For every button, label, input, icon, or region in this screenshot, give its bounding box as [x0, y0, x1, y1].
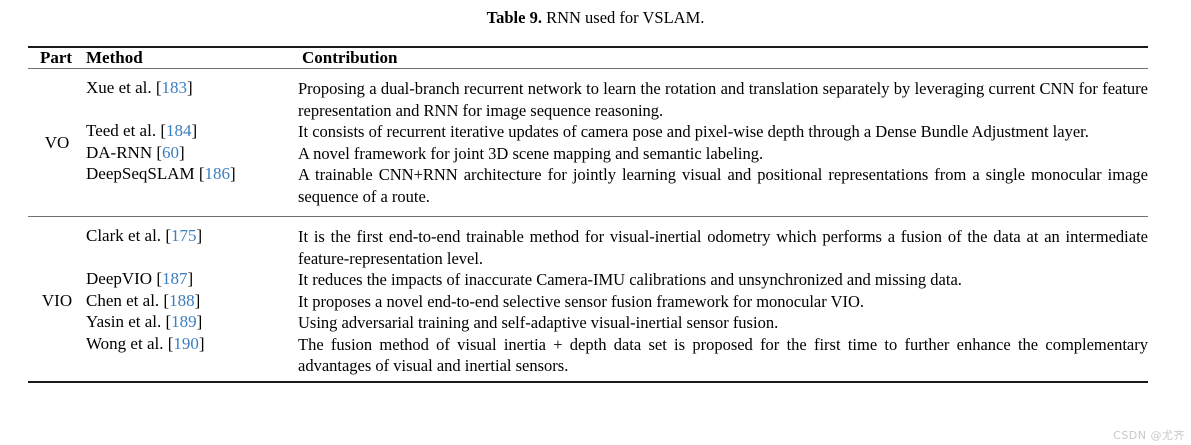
citation-bracket: [ [194, 164, 205, 183]
table-container: Part Method Contribution VO Xue et al. [… [28, 46, 1148, 383]
contribution-cell: A novel framework for joint 3D scene map… [298, 143, 764, 163]
citation-number[interactable]: 60 [162, 142, 180, 162]
contribution-cell: The fusion method of visual inertia + de… [298, 334, 1148, 376]
contribution-cell: It is the first end-to-end trainable met… [298, 227, 1148, 268]
table-rule-group [28, 216, 1148, 217]
rule-line-header [28, 68, 1148, 69]
table-header-row: Part Method Contribution [28, 48, 1148, 68]
citation-bracket: [ [152, 142, 163, 162]
citation-number[interactable]: 184 [166, 121, 192, 140]
table-row: Teed et al. [184] It consists of recurre… [28, 121, 1148, 143]
table-caption-text: RNN used for VSLAM. [541, 8, 705, 27]
rnn-vslam-table: Part Method Contribution VO Xue et al. [… [28, 48, 1148, 381]
method-name: Yasin et al. [86, 312, 162, 331]
table-row: Chen et al. [188] It proposes a novel en… [28, 291, 1148, 313]
contribution-cell: It reduces the impacts of inaccurate Cam… [298, 270, 962, 289]
method-cell: Teed et al. [184] [86, 121, 298, 143]
table-row: VO Xue et al. [183] Proposing a dual-bra… [28, 78, 1148, 152]
spacer-row [28, 207, 1148, 216]
method-cell: Chen et al. [188] [86, 291, 298, 313]
citation-bracket: [ [161, 312, 172, 331]
citation-number[interactable]: 183 [161, 78, 188, 97]
citation-bracket: ] [196, 312, 203, 331]
citation-bracket: [ [152, 269, 163, 288]
table-row: DeepVIO [187] It reduces the impacts of … [28, 269, 1148, 291]
table-rule-bottom [28, 380, 1148, 383]
contribution-cell: A trainable CNN+RNN architecture for joi… [298, 165, 1148, 206]
citation-number[interactable]: 186 [204, 164, 231, 183]
citation-bracket: ] [187, 78, 193, 97]
contribution-cell: Using adversarial training and self-adap… [298, 313, 779, 332]
column-header-contribution: Contribution [302, 48, 398, 67]
method-cell: DeepSeqSLAM [186] [86, 164, 298, 207]
table-body-vo: VO Xue et al. [183] Proposing a dual-bra… [28, 69, 1148, 217]
citation-bracket: ] [198, 333, 205, 353]
table-caption-label: Table 9. [486, 8, 542, 27]
method-name: Clark et al. [86, 226, 162, 245]
citation-number[interactable]: 187 [162, 269, 188, 288]
citation-bracket: [ [163, 333, 174, 353]
citation-number[interactable]: 190 [173, 333, 199, 353]
table-rule-header [28, 68, 1148, 69]
citation-number[interactable]: 175 [170, 226, 197, 245]
contribution-cell: It proposes a novel end-to-end selective… [298, 291, 865, 311]
citation-bracket: ] [187, 269, 194, 288]
method-cell: DeepVIO [187] [86, 269, 298, 291]
method-cell: DA-RNN [60] [86, 143, 298, 165]
part-label-vo: VO [44, 132, 70, 152]
table-row: VIO Clark et al. [175] It is the first e… [28, 226, 1148, 310]
contribution-cell: Proposing a dual-branch recurrent networ… [298, 79, 1148, 120]
method-name: Wong et al. [86, 333, 164, 353]
rule-line-group [28, 216, 1148, 217]
citation-bracket: ] [196, 226, 203, 245]
method-name: DeepVIO [86, 269, 153, 288]
group-bottom-spacer [28, 207, 1148, 216]
column-header-method: Method [86, 48, 143, 67]
citation-bracket: ] [179, 142, 185, 162]
method-name: Xue et al. [86, 78, 152, 97]
table-row: DeepSeqSLAM [186] A trainable CNN+RNN ar… [28, 164, 1148, 207]
citation-number[interactable]: 188 [169, 290, 195, 310]
method-name: DeepSeqSLAM [86, 164, 195, 183]
method-cell: Xue et al. [183] [86, 78, 298, 121]
table-header-rule-row [28, 68, 1148, 69]
citation-bracket: [ [156, 121, 166, 140]
citation-bracket: ] [191, 121, 198, 140]
method-name: Chen et al. [86, 290, 160, 310]
citation-bracket: ] [230, 164, 236, 183]
group-top-spacer [28, 217, 1148, 226]
part-label-vio: VIO [41, 291, 73, 311]
method-cell: Yasin et al. [189] [86, 312, 298, 334]
contribution-cell: It consists of recurrent iterative updat… [298, 122, 1089, 141]
citation-bracket: [ [159, 290, 170, 310]
method-cell: Clark et al. [175] [86, 226, 298, 269]
citation-bracket: [ [151, 78, 162, 97]
csdn-watermark: CSDN @尤齐 [1113, 429, 1185, 442]
table-caption: Table 9. RNN used for VSLAM. [0, 8, 1191, 28]
citation-number[interactable]: 189 [171, 312, 197, 331]
spacer-row [28, 217, 1148, 226]
table-row: Yasin et al. [189] Using adversarial tra… [28, 312, 1148, 334]
table-group-divider-row [28, 216, 1148, 217]
table-row: Wong et al. [190] The fusion method of v… [28, 334, 1148, 377]
citation-bracket: ] [194, 290, 201, 310]
method-cell: Wong et al. [190] [86, 334, 298, 377]
table-rule-top [28, 46, 1148, 48]
method-name: DA-RNN [86, 142, 153, 162]
table-body-vio: VIO Clark et al. [175] It is the first e… [28, 217, 1148, 381]
citation-bracket: [ [161, 226, 171, 245]
column-header-part: Part [40, 48, 73, 67]
method-name: Teed et al. [86, 121, 157, 140]
group-top-spacer [28, 69, 1148, 78]
table-row: DA-RNN [60] A novel framework for joint … [28, 143, 1148, 165]
spacer-row [28, 69, 1148, 78]
